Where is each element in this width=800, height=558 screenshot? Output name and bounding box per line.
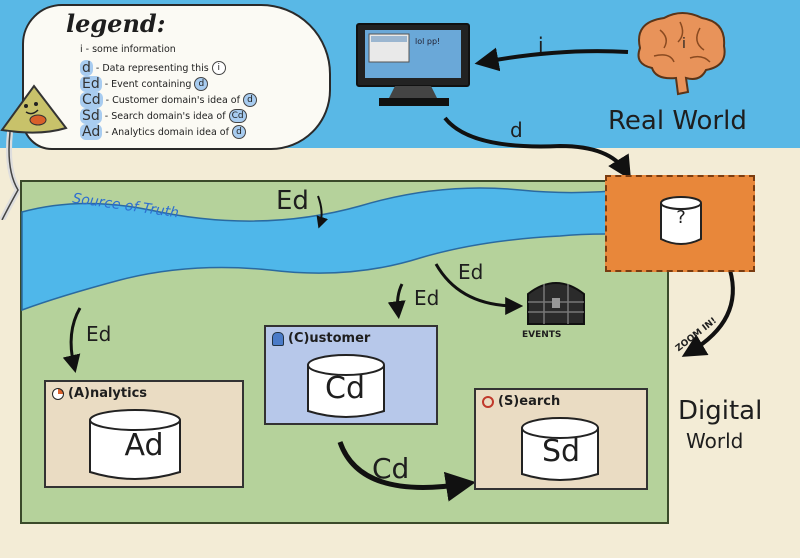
- search-title: (S)earch: [482, 394, 560, 409]
- arrow-zoom-in: [681, 269, 735, 357]
- legend-circle: d: [242, 93, 257, 107]
- arrow-cd-to-search: [337, 441, 476, 502]
- legend-text: - Customer domain's idea of: [105, 94, 240, 106]
- events-label: EVENTS: [522, 330, 562, 340]
- legend-symbol: i: [80, 44, 83, 55]
- legend-symbol: Ad: [80, 124, 103, 140]
- mushroom-character-icon: [0, 84, 68, 220]
- unknown-data-box: ?: [605, 175, 755, 272]
- brain-icon: i: [637, 12, 726, 96]
- legend-row-ed: Ed - Event containing d: [80, 76, 209, 92]
- legend-text: - Data representing this: [95, 62, 209, 74]
- legend-row-ad: Ad - Analytics domain idea of d: [80, 124, 246, 140]
- digital-world-line1: Digital: [678, 396, 763, 426]
- arrow-label-d: d: [510, 118, 523, 142]
- customer-title: (C)ustomer: [272, 331, 370, 346]
- search-title-text: (S)earch: [498, 394, 561, 409]
- analytics-domain-box: (A)nalytics Ad: [44, 380, 244, 488]
- analytics-cylinder-label: Ad: [124, 428, 164, 463]
- legend-symbol: Sd: [80, 108, 102, 124]
- legend-text: - Event containing: [104, 78, 192, 90]
- legend-circle: Cd: [228, 109, 247, 123]
- monitor-screen-text: lol pp!: [415, 37, 440, 46]
- unknown-data-symbol: ?: [676, 207, 686, 228]
- analytics-title-text: (A)nalytics: [68, 386, 148, 401]
- event-label-top: Ed: [276, 186, 309, 216]
- legend-row-cd: Cd - Customer domain's idea of d: [80, 92, 257, 108]
- magnifier-icon: [482, 395, 494, 408]
- digital-world-line2: World: [686, 429, 744, 453]
- cd-arrow-label: Cd: [372, 452, 410, 485]
- legend-row-d: d - Data representing this i: [80, 60, 226, 76]
- digital-world-label: Digital World: [678, 396, 762, 456]
- events-chest-icon: [527, 282, 585, 325]
- computer-monitor-icon: lol pp!: [356, 23, 470, 106]
- arrow-ed-top: [316, 195, 328, 229]
- legend-symbol: Cd: [80, 92, 103, 108]
- legend-circle: d: [194, 77, 209, 91]
- database-cylinder-icon: [660, 196, 702, 245]
- legend-row-sd: Sd - Search domain's idea of Cd: [80, 108, 247, 124]
- real-world-label: Real World: [608, 106, 747, 136]
- analytics-title: (A)nalytics: [52, 386, 147, 401]
- legend-bubble: legend: i - some information d - Data re…: [22, 4, 331, 150]
- brain-label: i: [682, 36, 686, 52]
- customer-cylinder-label: Cd: [325, 371, 365, 406]
- analytics-pie-icon: [52, 387, 64, 400]
- database-cylinder-icon: [89, 409, 181, 480]
- search-domain-box: (S)earch Sd: [474, 388, 648, 490]
- arrow-brain-to-monitor: [474, 47, 629, 72]
- database-cylinder-icon: [521, 417, 599, 481]
- legend-symbol: d: [80, 60, 93, 76]
- arrow-ed-events: [434, 263, 524, 315]
- arrow-monitor-to-box: [443, 116, 632, 181]
- user-icon: [272, 331, 284, 346]
- arrow-ed-customer: [387, 283, 406, 320]
- arrow-ed-analytics: [62, 307, 82, 374]
- arrow-label-i: i: [538, 33, 544, 57]
- legend-title: legend:: [66, 9, 166, 38]
- database-cylinder-icon: [307, 354, 385, 418]
- legend-text: - Search domain's idea of: [104, 110, 226, 122]
- customer-title-text: (C)ustomer: [288, 331, 371, 346]
- event-label-analytics: Ed: [86, 322, 112, 346]
- legend-symbol: Ed: [80, 76, 102, 92]
- event-label-events: Ed: [458, 260, 484, 284]
- legend-text: - Analytics domain idea of: [105, 126, 229, 138]
- legend-row-i: i - some information: [80, 44, 176, 55]
- legend-circle: d: [231, 125, 246, 139]
- legend-text: - some information: [85, 44, 176, 55]
- event-label-customer: Ed: [414, 286, 440, 310]
- customer-domain-box: (C)ustomer Cd: [264, 325, 438, 425]
- legend-circle: i: [211, 61, 226, 75]
- search-cylinder-label: Sd: [541, 434, 581, 469]
